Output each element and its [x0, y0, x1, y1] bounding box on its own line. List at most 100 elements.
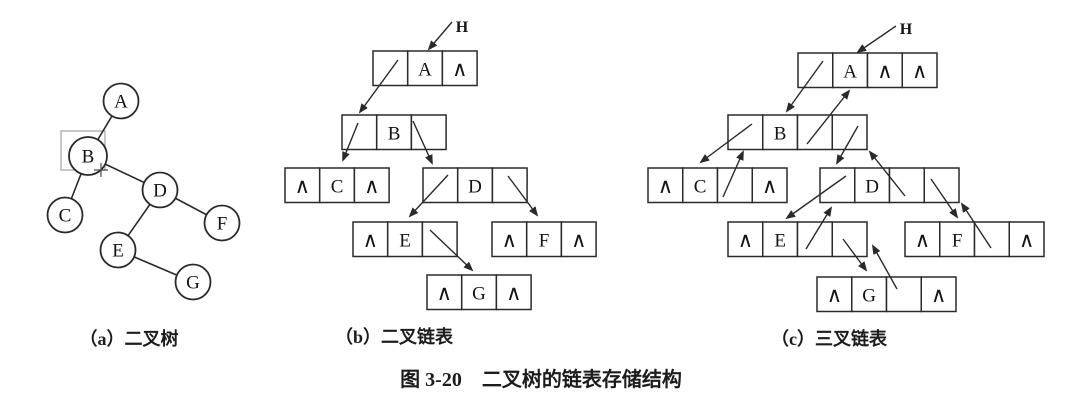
c-node-B-cell-1 — [727, 114, 764, 151]
c-node-A-cell-4 — [901, 52, 938, 89]
c-node-G-null-glyph: ∧ — [931, 283, 946, 307]
b-node-C-cell-3 — [353, 167, 390, 204]
b-node-B-cell-3 — [410, 114, 447, 151]
b-arrow-B-rchild-to-D — [412, 120, 433, 165]
c-arrow-B-parent-to-A — [806, 89, 851, 145]
c-node-E-null-glyph: ∧ — [738, 228, 753, 252]
part-c-head-label: H — [900, 21, 913, 38]
tree-node-label-A: A — [114, 92, 128, 113]
b-arrow-E-rchild-to-G — [429, 229, 474, 272]
tree-node-label-E: E — [112, 241, 124, 262]
b-arrow-B-lchild-to-C — [342, 122, 359, 162]
c-node-A-null-glyph: ∧ — [912, 59, 927, 83]
tree-node-F — [203, 204, 241, 242]
c-node-F-null-glyph: ∧ — [915, 228, 930, 252]
b-arrow-head-to-A — [427, 21, 453, 51]
c-arrow-E-parent-to-D — [805, 206, 833, 250]
c-node-C-cell-1 — [647, 167, 684, 204]
b-node-C-null-glyph: ∧ — [295, 174, 310, 198]
tree-node-B — [68, 136, 108, 176]
tree-node-A — [102, 82, 140, 120]
c-node-G-cell-1 — [816, 276, 853, 313]
c-node-C-cell-3 — [716, 167, 753, 204]
c-arrow-B-rchild-to-D — [836, 125, 859, 165]
c-node-letter-G: G — [862, 285, 876, 306]
c-node-letter-F: F — [952, 230, 963, 251]
c-node-E-cell-1 — [727, 221, 764, 258]
b-node-F-null-glyph: ∧ — [502, 228, 517, 252]
b-node-letter-G: G — [472, 283, 486, 304]
tree-node-D — [141, 171, 179, 209]
part-a-group: A B C D E F G — [46, 82, 241, 301]
c-node-letter-C: C — [694, 176, 707, 197]
figure-caption: 图 3-20 二叉树的链表存储结构 — [400, 367, 682, 391]
tree-node-G — [174, 263, 212, 301]
c-node-F-cell-3 — [973, 221, 1010, 258]
b-node-letter-B: B — [388, 123, 401, 144]
part-b-label: （b）二叉链表 — [335, 326, 454, 347]
tree-node-label-D: D — [153, 181, 167, 202]
b-node-G-null-glyph: ∧ — [506, 281, 521, 305]
b-node-letter-F: F — [539, 230, 550, 251]
c-node-C-null-glyph: ∧ — [762, 174, 777, 198]
b-node-A-cell-1 — [372, 50, 409, 87]
tree-node-E — [99, 231, 137, 269]
tree-node-label-G: G — [186, 273, 200, 294]
c-node-F-cell-4 — [1008, 221, 1045, 258]
b-node-G-null-glyph: ∧ — [437, 281, 452, 305]
part-c-group: A∧∧B∧C∧D∧E∧F∧∧G∧ — [647, 25, 1045, 313]
c-node-F-null-glyph: ∧ — [1019, 228, 1034, 252]
b-node-D-cell-3 — [491, 167, 528, 204]
c-node-letter-E: E — [774, 230, 786, 251]
b-node-letter-C: C — [331, 176, 344, 197]
c-node-A-cell-3 — [866, 52, 903, 89]
b-node-B-cell-2 — [375, 114, 413, 151]
c-node-D-cell-3 — [888, 167, 925, 204]
b-node-letter-E: E — [399, 230, 411, 251]
tree-node-label-B: B — [82, 147, 95, 168]
c-arrow-E-rchild-to-G — [842, 238, 868, 272]
b-node-G-cell-1 — [426, 274, 463, 311]
tree-node-label-F: F — [217, 214, 228, 235]
b-node-G-cell-2 — [460, 274, 498, 311]
c-node-letter-A: A — [843, 61, 857, 82]
c-node-D-cell-1 — [819, 167, 856, 204]
c-arrow-C-parent-to-B — [722, 150, 744, 198]
b-node-F-cell-1 — [491, 221, 528, 258]
b-node-letter-D: D — [468, 176, 482, 197]
c-node-A-cell-1 — [797, 52, 834, 89]
c-arrow-F-parent-to-D — [960, 202, 992, 249]
b-node-E-cell-1 — [352, 221, 389, 258]
tree-node-label-C: C — [59, 206, 72, 227]
b-node-A-cell-3 — [441, 50, 478, 87]
c-arrow-B-lchild-to-C — [699, 123, 753, 164]
part-b-head-label: H — [456, 19, 469, 36]
c-node-B-cell-3 — [796, 114, 833, 151]
part-a-label: （a）二叉树 — [80, 328, 179, 349]
b-arrow-D-rchild-to-F — [507, 175, 539, 217]
c-node-A-null-glyph: ∧ — [877, 59, 892, 83]
b-node-C-null-glyph: ∧ — [364, 174, 379, 198]
b-node-F-cell-3 — [560, 221, 597, 258]
b-node-F-null-glyph: ∧ — [571, 228, 586, 252]
c-node-B-cell-4 — [831, 114, 868, 151]
tree-node-C — [46, 196, 84, 234]
c-node-B-cell-2 — [762, 114, 799, 151]
c-node-letter-D: D — [865, 176, 879, 197]
b-node-F-cell-2 — [525, 221, 563, 258]
c-node-C-cell-2 — [682, 167, 719, 204]
c-arrow-D-rchild-to-F — [930, 178, 959, 219]
c-arrow-head-to-A — [856, 25, 897, 54]
c-node-G-cell-3 — [885, 276, 922, 313]
c-node-D-cell-4 — [923, 167, 960, 204]
c-node-F-cell-1 — [904, 221, 941, 258]
c-arrow-A-lchild-to-B — [785, 60, 824, 113]
b-node-C-cell-2 — [318, 167, 356, 204]
b-node-A-null-glyph: ∧ — [452, 57, 467, 81]
c-node-G-cell-4 — [920, 276, 957, 313]
c-arrow-G-parent-to-E — [872, 244, 898, 290]
part-b-group: A∧B∧C∧D∧E∧F∧∧G∧ — [284, 21, 597, 311]
c-node-F-cell-2 — [939, 221, 976, 258]
c-node-C-cell-4 — [751, 167, 788, 204]
b-node-B-cell-1 — [341, 114, 378, 151]
